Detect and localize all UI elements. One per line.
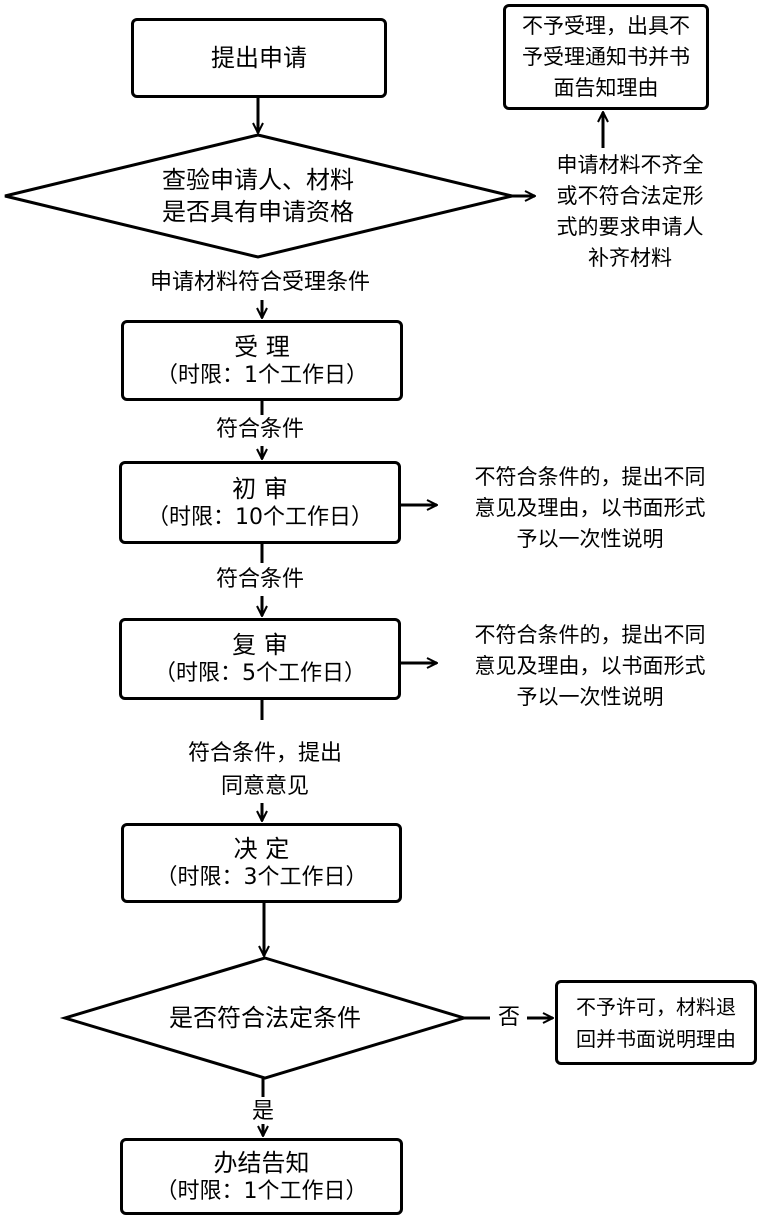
legal-check-label: 是否符合法定条件 <box>169 1004 361 1032</box>
edge-meets-acceptance: 申请材料符合受理条件 <box>149 270 370 295</box>
check-label: 查验申请人、材料 是否具有申请资格 <box>162 166 354 226</box>
edge-meets-agree: 符合条件，提出 同意意见 <box>187 741 342 799</box>
decision-time: （时限：3个工作日） <box>155 865 368 890</box>
apply-label: 提出申请 <box>211 44 307 72</box>
accept-time: （时限：1个工作日） <box>156 362 368 388</box>
first-review-note: 不符合条件的，提出不同 意见及理由，以书面形式 予以一次性说明 <box>474 465 706 551</box>
apply-box: 提出申请 <box>131 18 387 98</box>
deny-label: 不予许可，材料退 回并书面说明理由 <box>576 994 736 1051</box>
edge-meets-2: 符合条件 <box>215 567 304 592</box>
second-review-note: 不符合条件的，提出不同 意见及理由，以书面形式 予以一次性说明 <box>474 623 706 709</box>
first-review-time: （时限：10个工作日） <box>147 504 373 530</box>
second-review-time: （时限：5个工作日） <box>154 661 366 686</box>
edge-no: 否 <box>497 1005 520 1030</box>
incomplete-note: 申请材料不齐全 或不符合法定形 式的要求申请人 补齐材料 <box>556 153 704 270</box>
first-review-title: 初 审 <box>232 474 288 503</box>
reject-notice-label: 不予受理，出具不 予受理通知书并书 面告知理由 <box>522 13 690 100</box>
second-review-title: 复 审 <box>232 631 288 659</box>
deny-box: 不予许可，材料退 回并书面说明理由 <box>555 980 757 1065</box>
edge-yes: 是 <box>251 1099 274 1124</box>
decision-title: 决 定 <box>233 835 290 863</box>
reject-notice-box: 不予受理，出具不 予受理通知书并书 面告知理由 <box>503 4 709 110</box>
decision-box: 决 定 （时限：3个工作日） <box>121 823 402 903</box>
edge-meets-1: 符合条件 <box>215 417 304 442</box>
check-diamond <box>4 133 513 259</box>
legal-check-diamond <box>59 956 470 1080</box>
accept-title: 受 理 <box>234 332 290 361</box>
accept-box: 受 理 （时限：1个工作日） <box>121 320 403 401</box>
finish-box: 办结告知 （时限：1个工作日） <box>120 1138 403 1215</box>
second-review-box: 复 审 （时限：5个工作日） <box>119 618 401 700</box>
finish-time: （时限：1个工作日） <box>155 1178 368 1204</box>
finish-title: 办结告知 <box>213 1148 310 1177</box>
first-review-box: 初 审 （时限：10个工作日） <box>119 461 401 544</box>
